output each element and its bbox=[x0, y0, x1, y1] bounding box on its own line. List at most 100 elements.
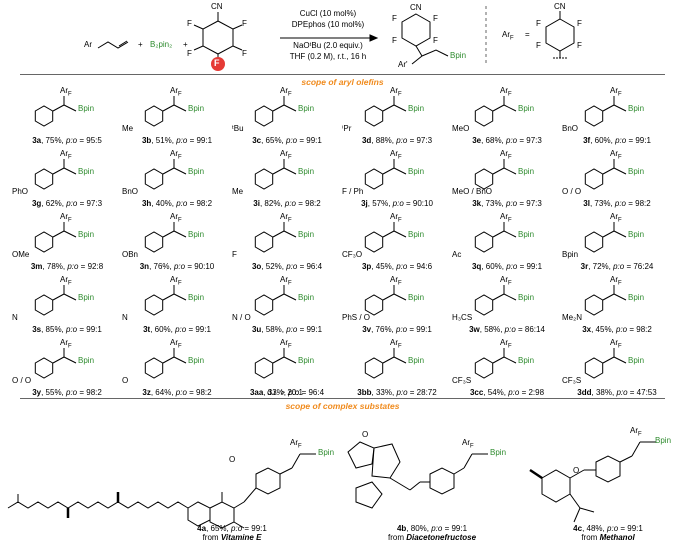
scheme-drawing bbox=[97, 6, 575, 71]
cn-label: CN bbox=[211, 2, 223, 11]
arf-legend-structure bbox=[545, 11, 575, 59]
bpin-label: Bpin bbox=[298, 230, 315, 239]
bpin-label: Bpin bbox=[518, 356, 535, 365]
arf-label: ArF bbox=[280, 275, 292, 287]
substituent-label: CF₃S bbox=[562, 376, 582, 385]
product-structure bbox=[584, 222, 627, 253]
product-f-label: F bbox=[392, 36, 397, 45]
bpin-label: Bpin bbox=[188, 167, 205, 176]
product-structure bbox=[474, 96, 517, 127]
arf-label: ArF bbox=[500, 212, 512, 224]
fluoroarene-structure bbox=[193, 12, 243, 60]
bpin-label: Bpin bbox=[298, 104, 315, 113]
product-caption: 3o, 52%, p:o = 96:4 bbox=[251, 262, 323, 271]
product-caption: 3d, 88%, p:o = 97:3 bbox=[361, 136, 433, 145]
substituent-label: Ac bbox=[452, 250, 462, 259]
legend-f-label: F bbox=[536, 19, 541, 28]
substituent-label: F bbox=[232, 250, 237, 259]
product-caption: 3l, 73%, p:o = 98:2 bbox=[583, 199, 651, 208]
arf-label: ArF bbox=[60, 86, 72, 98]
fluorine-highlight-label: F bbox=[214, 58, 220, 68]
f-label: F bbox=[187, 19, 192, 28]
arf-label: ArF bbox=[500, 149, 512, 161]
product-structure bbox=[364, 96, 407, 127]
condition-catalyst: CuCl (10 mol%) bbox=[299, 9, 357, 18]
substituent-label: MeO / BnO bbox=[452, 187, 493, 196]
product-structure bbox=[144, 96, 187, 127]
arf-label: ArF bbox=[610, 86, 622, 98]
fluorine-highlight-circle bbox=[211, 57, 225, 71]
fructose-o-label: O bbox=[362, 430, 369, 439]
f-label: F bbox=[242, 49, 247, 58]
product-caption: 3t, 60%, p:o = 99:1 bbox=[143, 325, 211, 334]
product-caption: 3n, 76%, p:o = 90:10 bbox=[139, 262, 215, 271]
substituent-label: O / O bbox=[562, 187, 582, 196]
product-caption: 3e, 68%, p:o = 97:3 bbox=[472, 136, 542, 145]
product-structure bbox=[144, 285, 187, 316]
substituent-label: F / Ph bbox=[342, 187, 364, 196]
complex-arf-label: ArF bbox=[290, 438, 302, 450]
legend-f-label: F bbox=[577, 41, 582, 50]
product-structure bbox=[254, 348, 297, 379]
arf-label: ArF bbox=[390, 338, 402, 350]
substituent-label: O bbox=[122, 376, 129, 385]
caption-4b: 4b, 80%, p:o = 99:1 from Diacetonefructo… bbox=[387, 524, 477, 542]
arf-label: ArF bbox=[390, 212, 402, 224]
dr-note-3aa: d.r. > 20:1 bbox=[267, 388, 303, 397]
legend-arf: ArF bbox=[502, 30, 514, 42]
bpin-label: Bpin bbox=[408, 356, 425, 365]
product-structure bbox=[584, 348, 627, 379]
divider-complex bbox=[20, 398, 665, 399]
bpin-label: Bpin bbox=[408, 167, 425, 176]
product-structure bbox=[364, 285, 407, 316]
product-caption: 3aa, 33%, p:o = 96:4 bbox=[249, 388, 325, 397]
substituent-label: Bpin bbox=[562, 250, 579, 259]
bpin-label: Bpin bbox=[298, 167, 315, 176]
product-structure bbox=[364, 222, 407, 253]
product-caption: 3y, 55%, p:o = 98:2 bbox=[32, 388, 102, 397]
product-caption: 3p, 45%, p:o = 94:6 bbox=[361, 262, 433, 271]
product-structure bbox=[584, 96, 627, 127]
olefin-structure bbox=[97, 40, 129, 49]
product-bpin-label: Bpin bbox=[450, 51, 467, 60]
product-caption: 3m, 78%, p:o = 92:8 bbox=[30, 262, 104, 271]
product-caption: 3k, 73%, p:o = 97:3 bbox=[472, 199, 542, 208]
bpin-label: Bpin bbox=[518, 104, 535, 113]
product-structure bbox=[401, 13, 449, 65]
substituent-label: N bbox=[12, 313, 18, 322]
condition-below: NaOᵗBu (2.0 equiv.) THF (0.2 M), r.t., 1… bbox=[276, 40, 380, 62]
arf-label: ArF bbox=[280, 338, 292, 350]
vitamin-e-o-label: O bbox=[229, 455, 236, 464]
product-caption: 3bb, 33%, p:o = 28:72 bbox=[357, 388, 437, 397]
vitamin-e-structure bbox=[7, 453, 316, 529]
complex-bpin-label: Bpin bbox=[490, 448, 507, 457]
substituent-label: BnO bbox=[122, 187, 139, 196]
product-caption: 3a, 75%, p:o = 95:5 bbox=[32, 136, 102, 145]
substituent-label: ⁱPr bbox=[342, 124, 352, 133]
plus-sign-1: + bbox=[138, 40, 143, 49]
caption-4a: 4a, 65%, p:o = 99:1 from Vitamine E bbox=[197, 524, 267, 542]
product-caption: 3dd, 38%, p:o = 47:53 bbox=[577, 388, 657, 397]
arf-label: ArF bbox=[610, 338, 622, 350]
complex-bpin-label: Bpin bbox=[318, 448, 335, 457]
substituent-label: ᵗBu bbox=[232, 124, 244, 133]
substituent-label: PhS / O bbox=[342, 313, 371, 322]
substituent-label: Me bbox=[122, 124, 134, 133]
product-structure bbox=[144, 222, 187, 253]
plus-sign-2: + bbox=[183, 40, 188, 49]
reaction-arrow bbox=[280, 34, 379, 42]
product-ar-label: Ar' bbox=[398, 60, 408, 69]
arf-label: ArF bbox=[60, 338, 72, 350]
